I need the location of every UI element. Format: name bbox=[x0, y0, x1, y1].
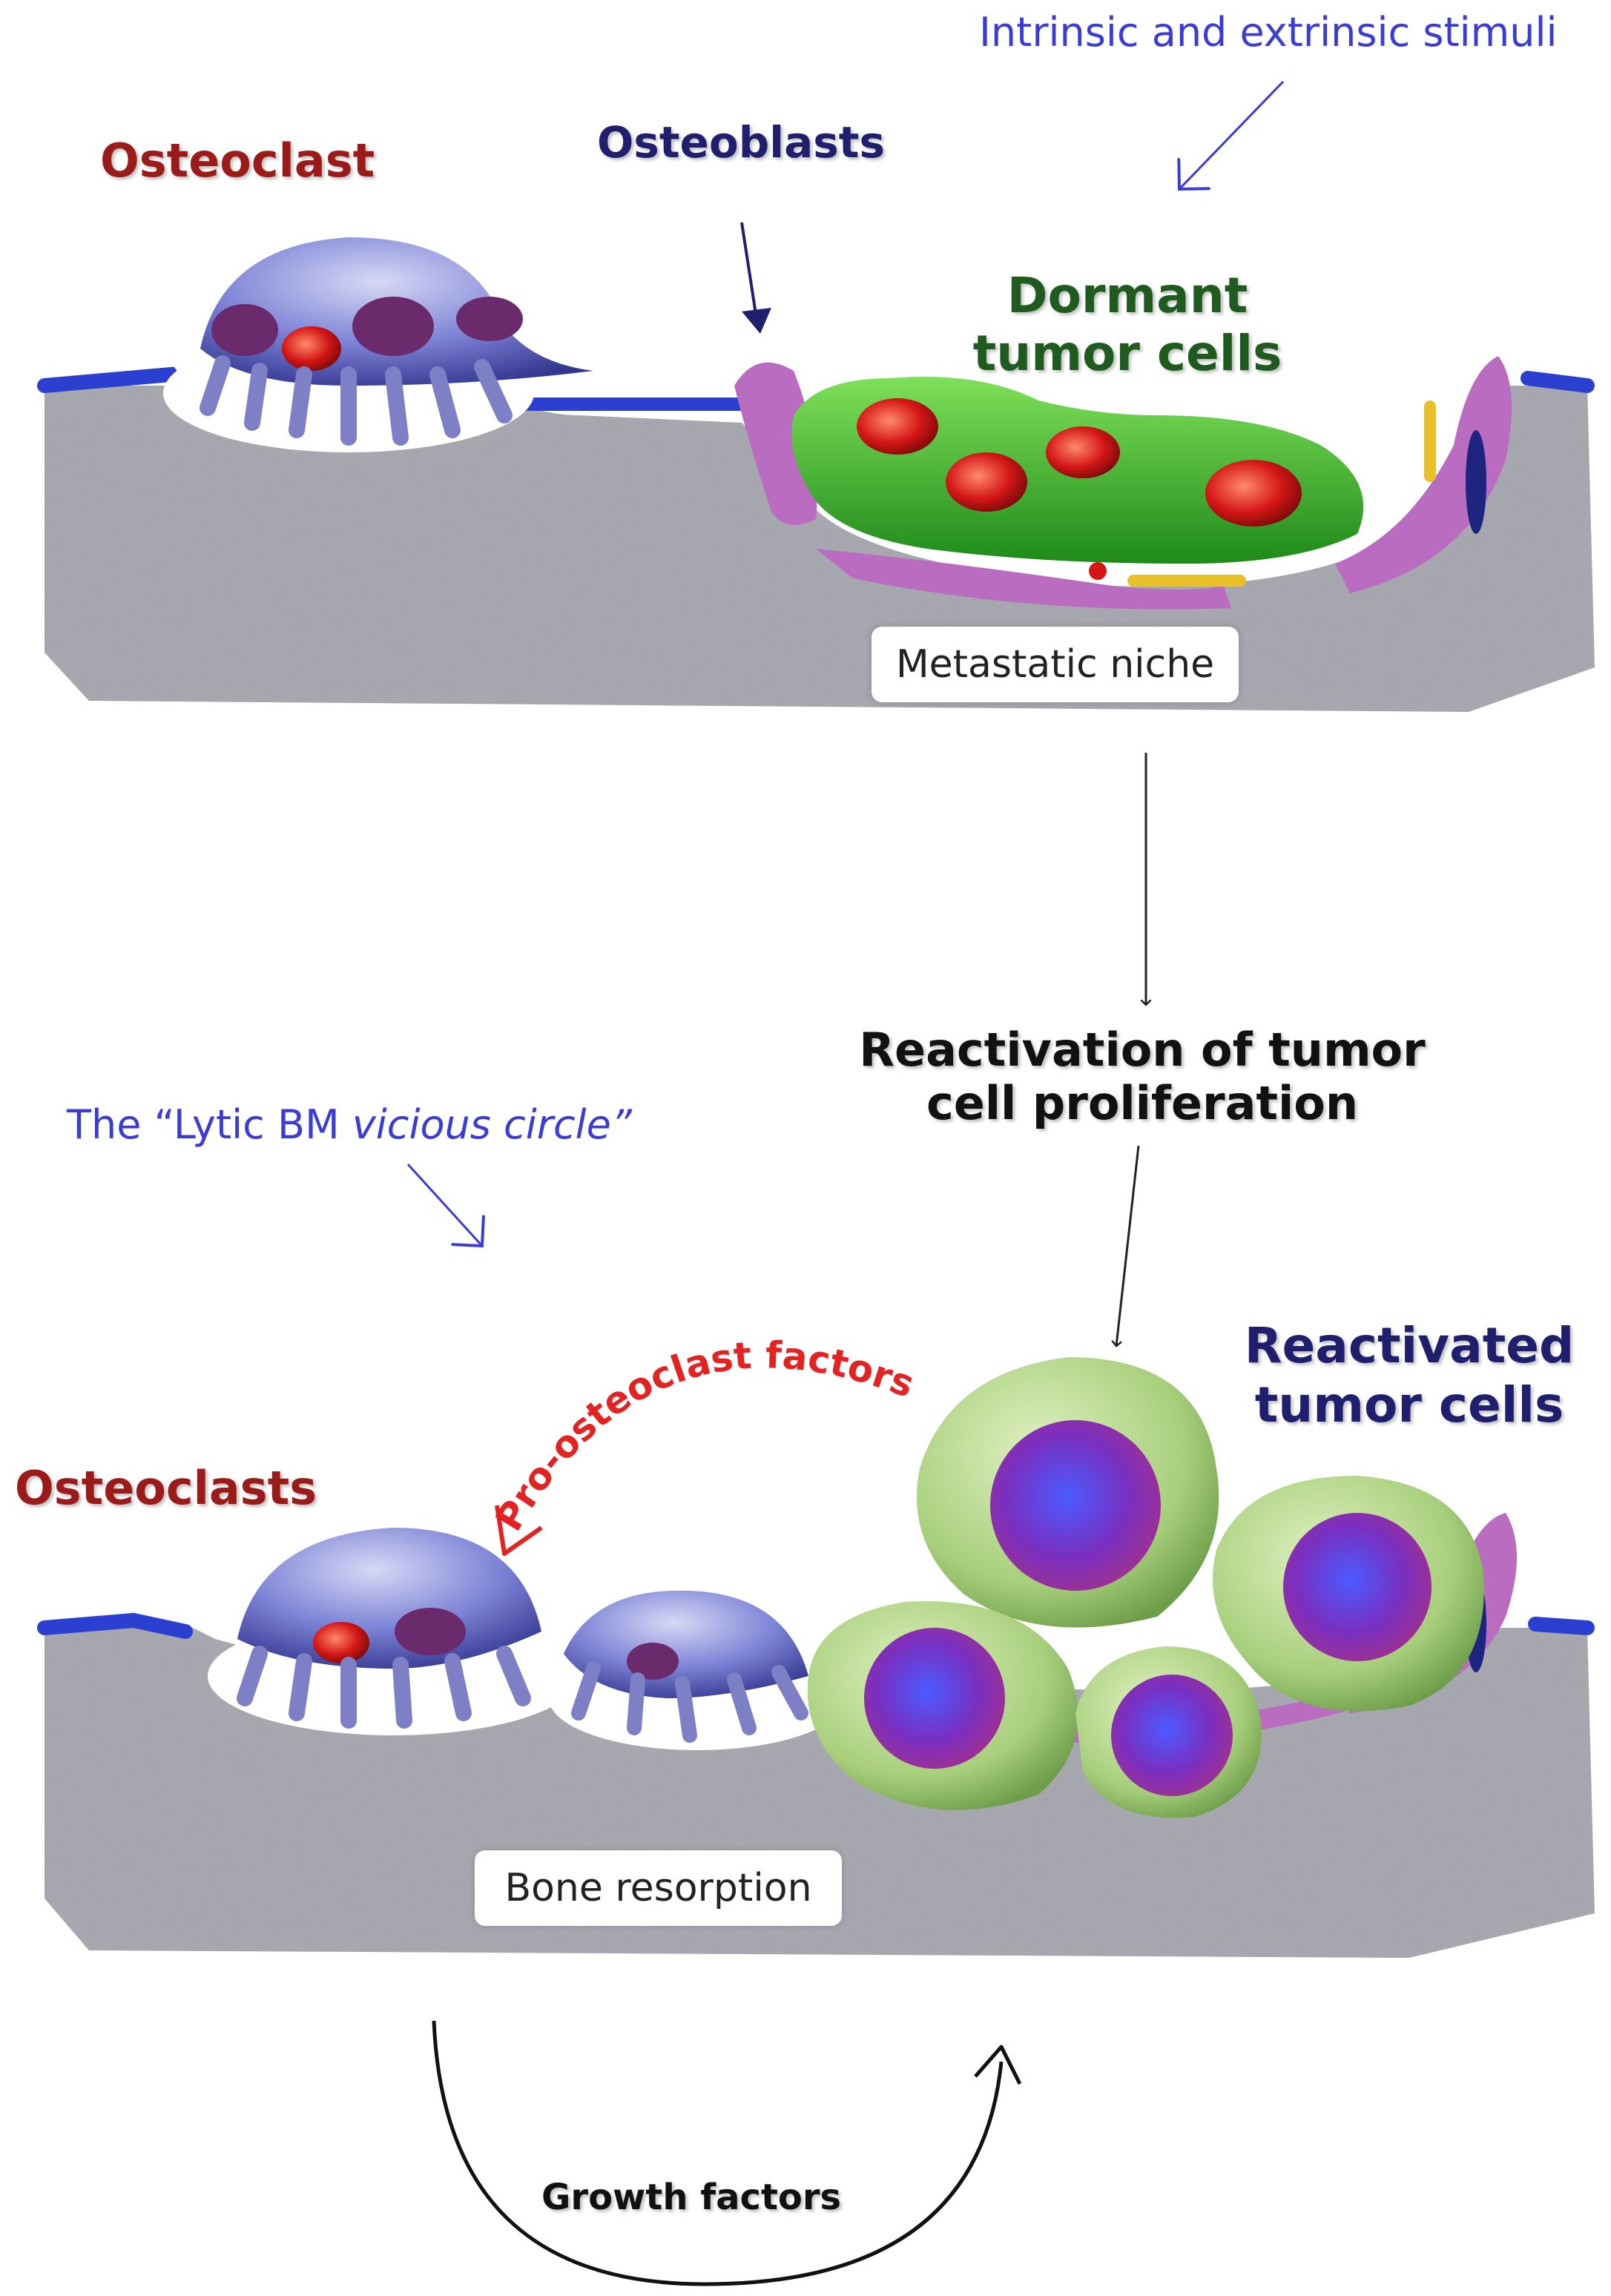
metastatic-niche-text: Metastatic niche bbox=[895, 642, 1215, 687]
top-osteoblast-cells bbox=[734, 356, 1512, 610]
osteoblast-pointer-arrow bbox=[740, 222, 771, 334]
lytic-circle-label: The “Lytic BM vicious circle” bbox=[67, 1101, 632, 1148]
top-osteoclast-cell bbox=[163, 237, 593, 452]
osteoclasts-label-bottom: Osteoclasts bbox=[15, 1461, 317, 1515]
bottom-osteoclast-cell-right bbox=[549, 1590, 846, 1750]
dormant-line-1: Dormant bbox=[1007, 267, 1248, 324]
dormant-tumor-cells-label: Dormant tumor cells bbox=[972, 267, 1283, 383]
growth-factors-arrowhead bbox=[974, 2045, 1022, 2085]
growth-factors-label: Growth factors bbox=[541, 2177, 842, 2218]
pro-osteoclast-arrowhead bbox=[495, 1505, 543, 1556]
reactivated-line-1: Reactivated bbox=[1244, 1317, 1575, 1374]
stimuli-arrow bbox=[1179, 80, 1285, 189]
dormant-line-2: tumor cells bbox=[972, 325, 1282, 382]
metastatic-niche-box: Metastatic niche bbox=[872, 627, 1239, 702]
lytic-circle-arrow bbox=[406, 1163, 482, 1246]
bone-resorption-box: Bone resorption bbox=[475, 1850, 842, 1926]
reactivation-line-1: Reactivation of tumor bbox=[859, 1023, 1426, 1077]
reactivation-line-2: cell proliferation bbox=[926, 1076, 1358, 1130]
reactivation-label: Reactivation of tumor cell proliferation bbox=[853, 1023, 1432, 1130]
lytic-italic: vicious circle” bbox=[352, 1101, 632, 1148]
lytic-prefix: The “Lytic BM bbox=[67, 1101, 352, 1148]
reactivated-tumor-cells bbox=[807, 1357, 1484, 1818]
growth-factors-arc bbox=[432, 2020, 1004, 2286]
reactivated-line-2: tumor cells bbox=[1254, 1376, 1564, 1434]
dormant-tumor-cells bbox=[791, 377, 1364, 564]
bottom-osteoclast-cell-left bbox=[208, 1528, 579, 1735]
bone-resorption-text: Bone resorption bbox=[504, 1866, 812, 1910]
stimuli-label: Intrinsic and extrinsic stimuli bbox=[979, 9, 1558, 56]
osteoclast-label-top: Osteoclast bbox=[100, 133, 375, 188]
reactivation-to-cells-arrow bbox=[1116, 1145, 1140, 1346]
reactivated-tumor-cells-label: Reactivated tumor cells bbox=[1224, 1316, 1595, 1435]
osteoblasts-label: Osteoblasts bbox=[597, 117, 886, 168]
pro-osteoclast-label: Pro-osteoclast factors bbox=[487, 1333, 920, 1538]
